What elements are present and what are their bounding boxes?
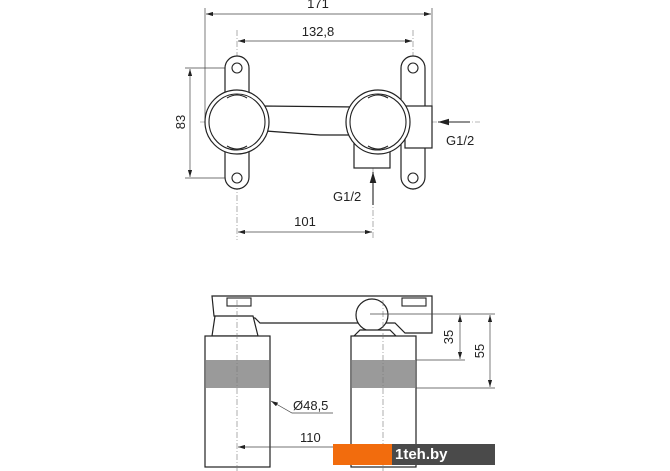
right-thread-band [352, 360, 415, 388]
side-view: 35 55 Ø48,5 110 [204, 295, 495, 471]
dim-132-8: 132,8 [302, 24, 335, 39]
dim-171: 171 [307, 0, 329, 11]
diameter-leader [270, 400, 333, 414]
watermark-orange-block [333, 444, 392, 465]
dim-35: 35 [441, 330, 456, 344]
bottom-inlet-label: G1/2 [333, 189, 361, 204]
dim-83: 83 [173, 115, 188, 129]
left-cylinder [204, 335, 271, 468]
watermark: 1teh.by [333, 444, 495, 465]
connecting-bar [261, 105, 357, 136]
side-inlet-label: G1/2 [446, 133, 474, 148]
watermark-text: 1teh.by [392, 444, 495, 465]
dim-101: 101 [294, 214, 316, 229]
top-view: 171 132,8 83 G1/2 G1/2 101 [173, 0, 480, 240]
dim-55: 55 [472, 344, 487, 358]
diameter-label: Ø48,5 [293, 398, 328, 413]
dim-110: 110 [300, 430, 321, 445]
left-thread-band [206, 360, 269, 388]
